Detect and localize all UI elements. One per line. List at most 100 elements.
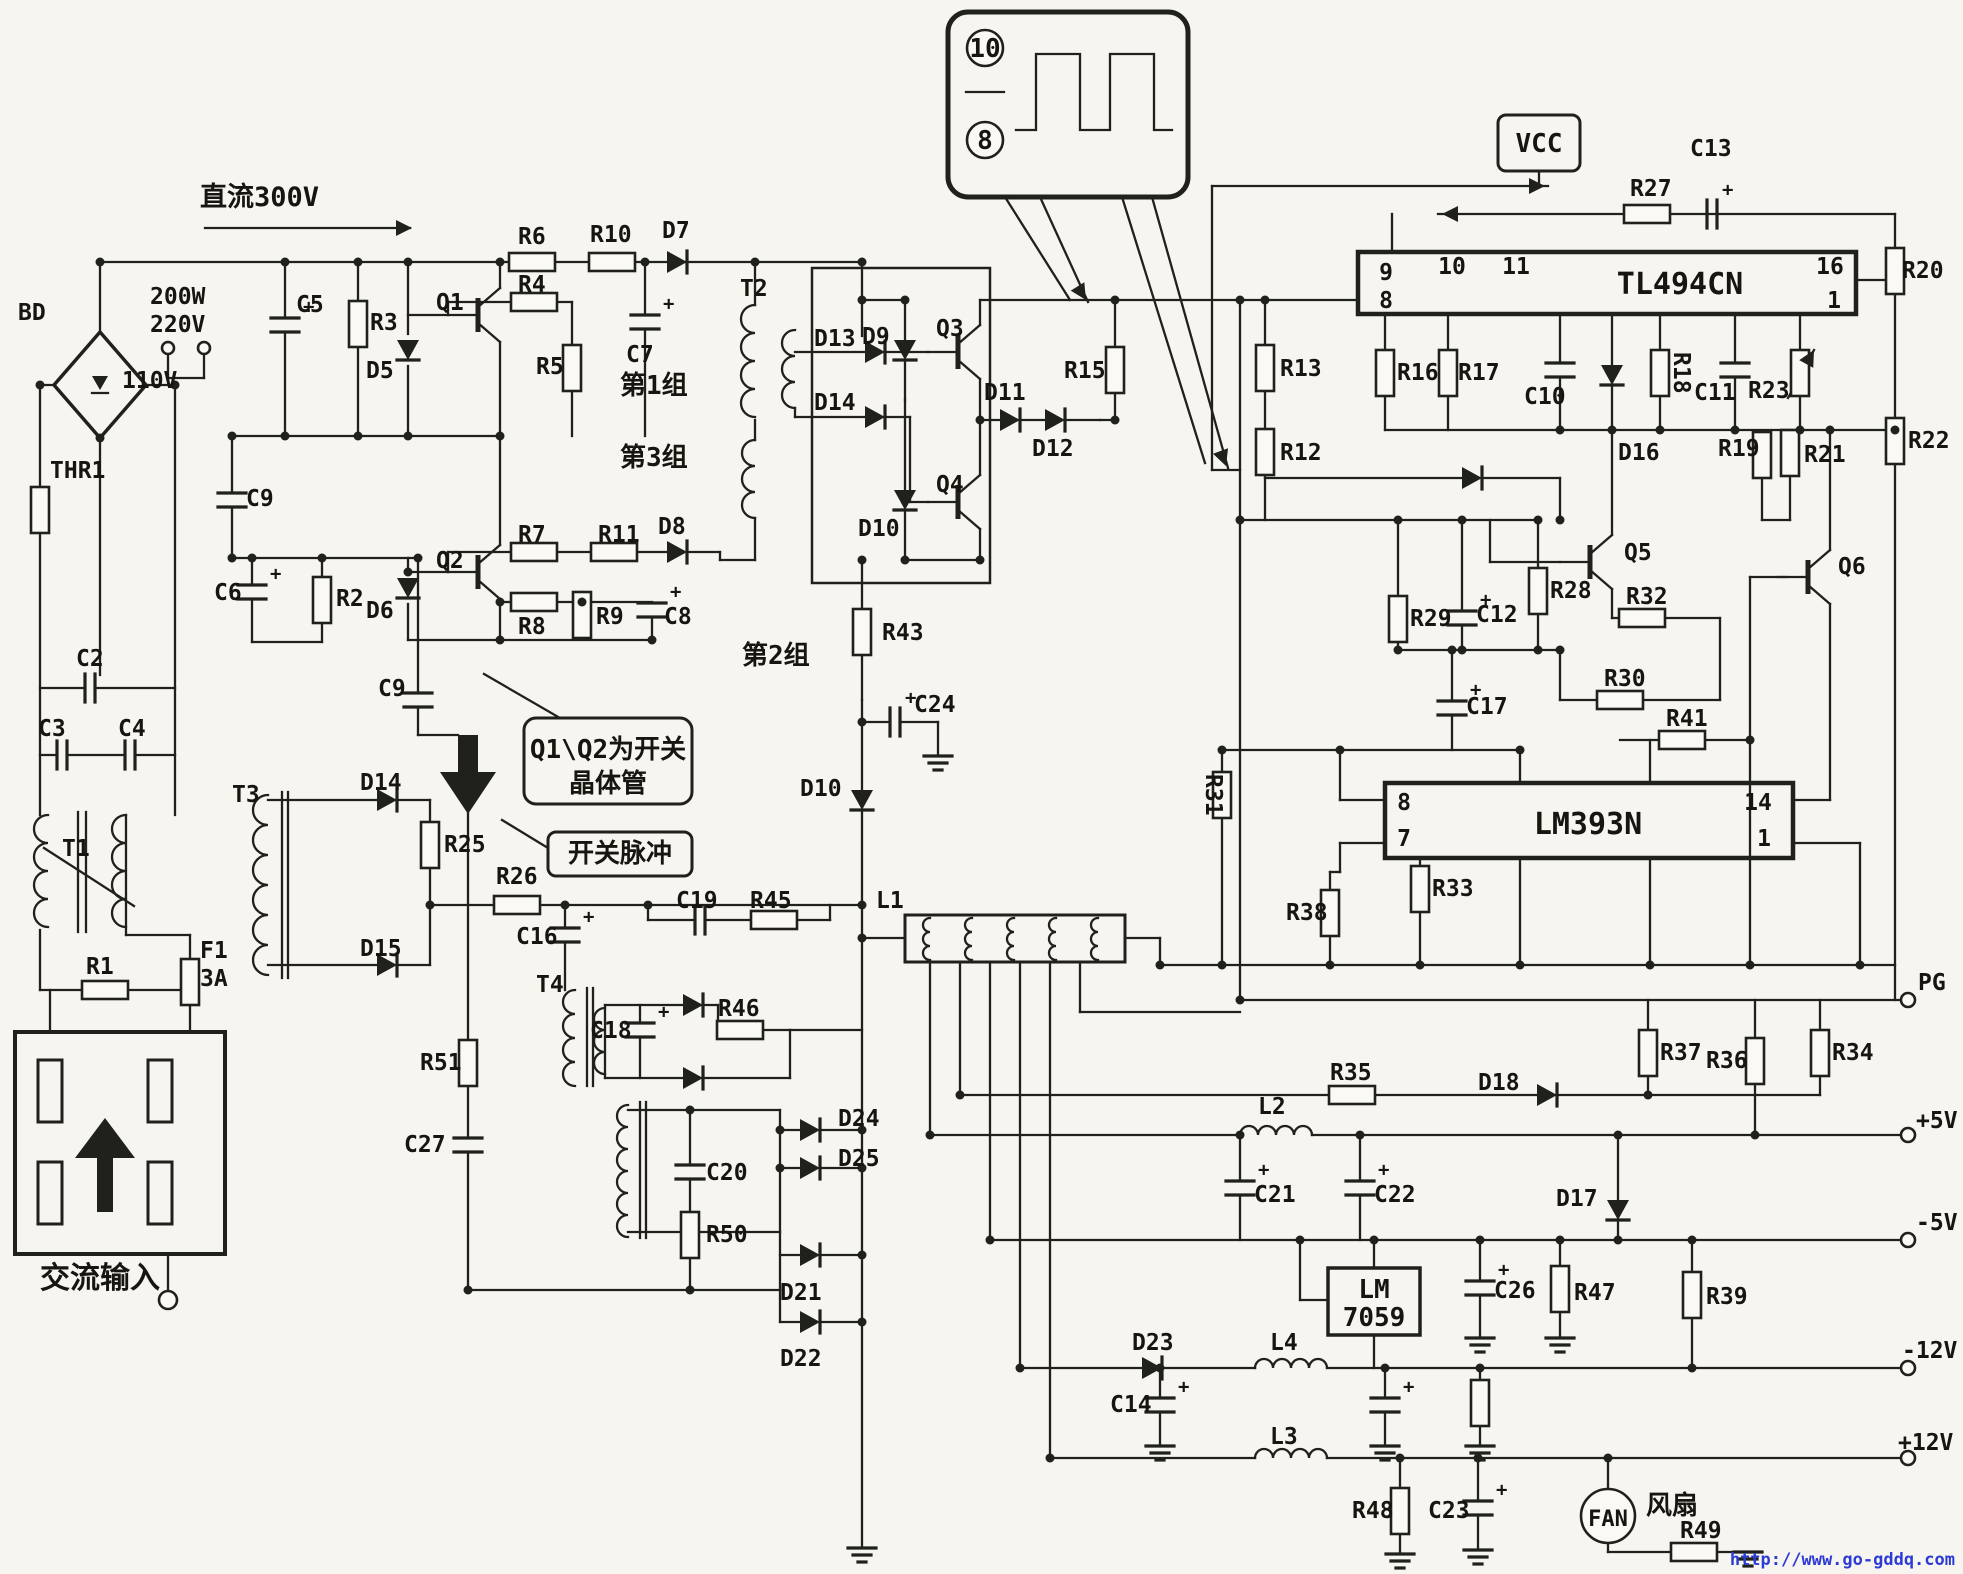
capacitor-polarity: + (303, 296, 314, 318)
component-label: D23 (1132, 1330, 1174, 1356)
junction-dot (1555, 515, 1565, 525)
component-label: C3 (38, 716, 66, 742)
q1q2-callout-box (522, 716, 694, 806)
plug-pin (36, 1160, 64, 1226)
junction-dot (1745, 960, 1755, 970)
component-label: TL494CN (1617, 267, 1743, 302)
diode-symbol (1045, 409, 1065, 431)
diode-symbol (667, 251, 687, 273)
junction-dot (1475, 1363, 1485, 1373)
junction-dot (1555, 1235, 1565, 1245)
resistor-symbol (1374, 348, 1396, 398)
junction-dot (1415, 960, 1425, 970)
coil-symbol (1253, 1447, 1329, 1460)
watermark-link[interactable]: http://www.go-gddq.com (1729, 1550, 1955, 1570)
component-label: R21 (1804, 442, 1846, 468)
junction-dot (227, 431, 237, 441)
junction-dot (1730, 425, 1740, 435)
coil-symbol (592, 1006, 607, 1076)
junction-dot (1015, 1363, 1025, 1373)
component-label: LM393N (1534, 807, 1642, 842)
resistor-symbol (80, 979, 130, 1001)
component-label: C26 (1494, 1278, 1536, 1304)
junction-dot (280, 257, 290, 267)
component-label: 8 (977, 126, 993, 156)
component-label: C19 (676, 888, 718, 914)
component-label: 1 (1757, 826, 1771, 852)
capacitor-polarity: + (1722, 179, 1733, 201)
component-label: D25 (838, 1146, 880, 1172)
component-label: R39 (1706, 1284, 1748, 1310)
component-label: C20 (706, 1160, 748, 1186)
junction-dot (1515, 960, 1525, 970)
component-label: C2 (76, 646, 104, 672)
component-label: L2 (1258, 1094, 1286, 1120)
junction-dot (1745, 735, 1755, 745)
resistor-symbol (29, 485, 51, 535)
junction-dot (1369, 1235, 1379, 1245)
junction-dot (975, 555, 985, 565)
terminal-circle (1899, 1449, 1917, 1467)
plug-pin (146, 1160, 174, 1226)
diode-symbol (397, 578, 419, 598)
transistor-symbol (956, 508, 982, 531)
junction-dot (1235, 995, 1245, 1005)
component-label: R28 (1550, 578, 1592, 604)
junction-dot (1155, 960, 1165, 970)
component-label: Q1 (436, 290, 464, 316)
component-label: Q3 (936, 316, 964, 342)
component-label: C6 (214, 580, 242, 606)
component-label: R5 (536, 354, 564, 380)
resistor-symbol (347, 299, 369, 349)
terminal-circle (1899, 1231, 1917, 1249)
component-label: C10 (1524, 384, 1566, 410)
component-label: R48 (1352, 1498, 1394, 1524)
junction-dot (1687, 1363, 1697, 1373)
component-label: R30 (1604, 666, 1646, 692)
transistor-symbol (476, 286, 502, 309)
resistor-symbol (1254, 343, 1276, 393)
component-label: C9 (246, 486, 274, 512)
diode-symbol (1537, 1084, 1557, 1106)
component-label: D10 (800, 776, 842, 802)
junction-dot (900, 555, 910, 565)
component-label: R36 (1706, 1048, 1748, 1074)
resistor-symbol (1779, 428, 1801, 478)
junction-dot (775, 1163, 785, 1173)
junction-dot (1395, 1453, 1405, 1463)
junction-dot (955, 1090, 965, 1100)
component-label: +5V (1916, 1108, 1958, 1134)
junction-dot (985, 1235, 995, 1245)
component-label: Q4 (936, 472, 964, 498)
component-label: L1 (876, 888, 904, 914)
component-label: 直流300V (200, 182, 319, 213)
component-label: C23 (1428, 1498, 1470, 1524)
component-label: C13 (1690, 136, 1732, 162)
component-label: 110V (122, 368, 178, 394)
diode-symbol (800, 1119, 820, 1141)
transistor-symbol (476, 543, 502, 566)
transistor-symbol (1588, 533, 1614, 556)
junction-dot (353, 431, 363, 441)
transistor-symbol (956, 473, 982, 496)
junction-dot (647, 635, 657, 645)
junction-dot (1155, 1363, 1165, 1373)
component-label: D5 (366, 358, 394, 384)
diode-symbol (377, 789, 397, 811)
component-label: D6 (366, 598, 394, 624)
component-label: R41 (1666, 706, 1708, 732)
junction-dot (857, 1250, 867, 1260)
junction-dot (640, 257, 650, 267)
component-label: C16 (516, 924, 558, 950)
wire (1003, 195, 1072, 302)
diode-symbol (800, 1244, 820, 1266)
component-label: D8 (658, 514, 686, 540)
vcc-callout-box (1496, 113, 1582, 173)
junction-dot (1217, 960, 1227, 970)
junction-dot (857, 1125, 867, 1135)
diode-symbol (683, 1067, 703, 1089)
component-label: 晶体管 (569, 769, 647, 799)
component-label: R27 (1630, 176, 1672, 202)
component-label: C12 (1476, 602, 1518, 628)
waveform-trace (1014, 52, 1174, 132)
